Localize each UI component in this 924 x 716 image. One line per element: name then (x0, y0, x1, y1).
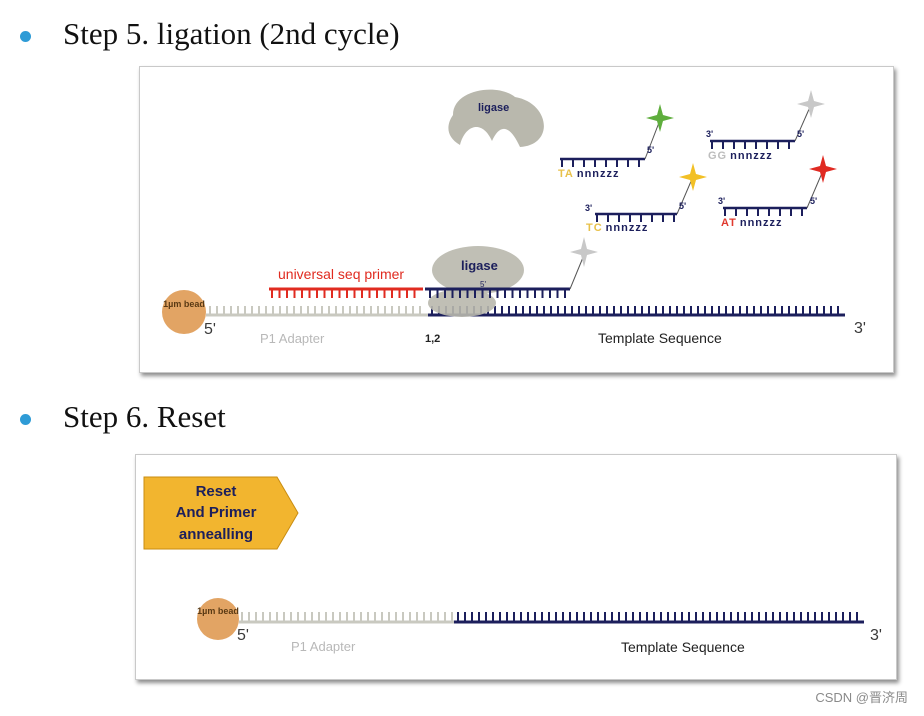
template-sequence-label: Template Sequence (598, 330, 722, 346)
ligation-diagram-panel: 1µm bead universal seq primer ligase (139, 66, 894, 373)
probe-left-label: 3' (585, 203, 592, 213)
bead-label: 1µm bead (163, 299, 205, 309)
grey-dye-star-icon (797, 90, 825, 118)
primer-label: universal seq primer (278, 266, 404, 282)
template-strand (454, 612, 864, 624)
reset-diagram-panel: Reset And Primer annealling 1µm bead 5' … (135, 454, 897, 680)
arrow-text-reset: Reset (196, 483, 237, 500)
grey-dye-star-icon (570, 237, 598, 267)
red-dye-star-icon (809, 155, 837, 183)
probe-base-prefix: TC (586, 222, 603, 234)
p1-adapter-strand (206, 306, 432, 317)
bullet-icon (20, 414, 31, 425)
bead-label: 1µm bead (197, 606, 239, 616)
probe-end-label: 5' (679, 201, 686, 211)
probe-left-label: 3' (706, 129, 713, 139)
ligase-icon (448, 89, 544, 147)
position-label: 1,2 (425, 333, 440, 345)
reset-diagram: Reset And Primer annealling 1µm bead 5' … (143, 476, 882, 655)
probe-base-suffix: nnnzzz (740, 217, 783, 229)
universal-seq-primer (269, 287, 423, 298)
bound-probe (425, 254, 585, 298)
probe-base-prefix: TA (558, 168, 574, 180)
bullet-icon (20, 31, 31, 42)
bead-icon (162, 290, 206, 334)
five-prime-label: 5' (237, 627, 249, 644)
three-prime-label: 3' (854, 320, 866, 337)
p1-adapter-strand (239, 612, 456, 624)
probe-end-label: 5' (647, 145, 654, 155)
bead-icon (197, 598, 239, 640)
step-6-title: Step 6. Reset (63, 399, 226, 434)
probe-base-suffix: nnnzzz (606, 222, 649, 234)
probe-base-suffix: nnnzzz (577, 168, 620, 180)
arrow-text-annealling: annealling (179, 526, 253, 543)
probe-base-prefix: GG (708, 150, 727, 162)
five-prime-label: 5' (204, 321, 216, 338)
three-prime-label: 3' (870, 627, 882, 644)
arrow-text-primer: And Primer (176, 504, 257, 521)
green-dye-star-icon (646, 104, 674, 132)
step-5-title: Step 5. ligation (2nd cycle) (63, 16, 400, 51)
probe-end-label: 5' (810, 196, 817, 206)
reset-arrow-banner (143, 476, 299, 550)
watermark: CSDN @晋济周 (815, 690, 908, 705)
probe-end-label: 5' (797, 129, 804, 139)
probe-base-suffix: nnnzzz (730, 150, 773, 162)
p1-adapter-label: P1 Adapter (260, 331, 325, 346)
probe-base-prefix: AT (721, 217, 737, 229)
bound-ligase-label: ligase (461, 258, 498, 273)
ligase-label: ligase (478, 102, 509, 114)
template-sequence-label: Template Sequence (621, 639, 745, 655)
probe-left-label: 3' (718, 196, 725, 206)
bound-probe-end-label: 5' (480, 280, 486, 289)
ligation-diagram: 1µm bead universal seq primer ligase (162, 89, 866, 346)
p1-adapter-label: P1 Adapter (291, 639, 356, 654)
yellow-dye-star-icon (679, 163, 707, 191)
